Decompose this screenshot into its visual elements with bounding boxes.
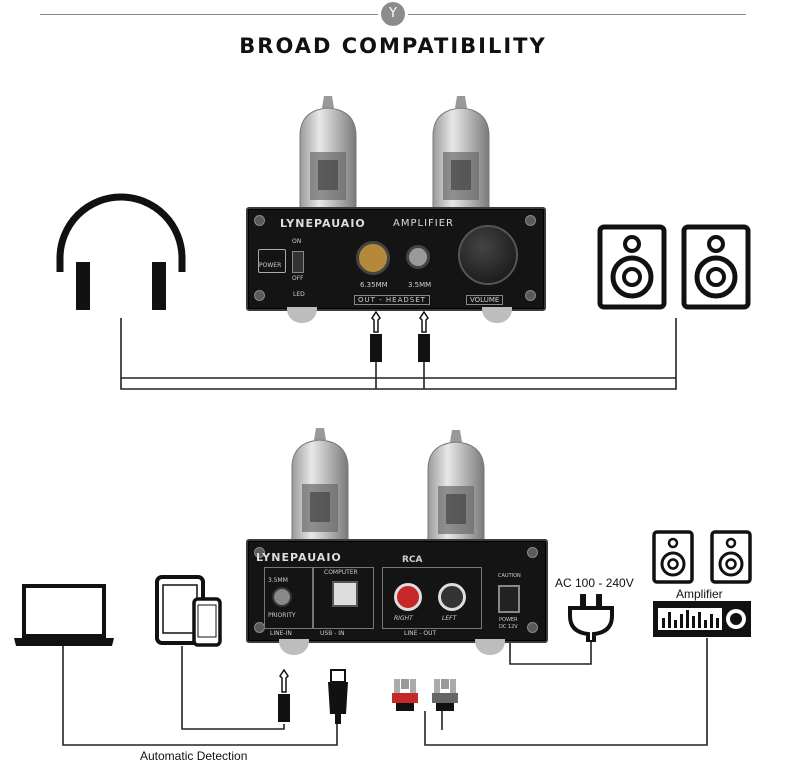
- rca-port-box: [382, 567, 482, 629]
- phone-icon: [192, 597, 222, 647]
- power-label: POWER: [499, 617, 518, 623]
- led-label: LED: [293, 291, 305, 298]
- left-label: LEFT: [442, 615, 457, 622]
- jack-6-35mm[interactable]: [356, 241, 390, 275]
- header-divider-left: [40, 14, 378, 15]
- screw-icon: [254, 547, 265, 558]
- automatic-detection-label: Automatic Detection: [140, 749, 248, 763]
- priority-label: PRIORITY: [268, 612, 296, 619]
- usb-plug-icon: [328, 669, 348, 724]
- header-divider-right: [408, 14, 746, 15]
- rca-plug-icon: [392, 679, 418, 711]
- screw-icon: [527, 547, 538, 558]
- speaker-icon: [710, 530, 752, 584]
- brand-name: LYNEPAUAIO: [256, 551, 342, 564]
- jack-label: 3.5MM: [268, 577, 288, 584]
- line-in-jack[interactable]: [272, 587, 292, 607]
- vacuum-tube-right: [427, 430, 485, 545]
- header-badge-icon: Y: [381, 2, 405, 26]
- model-name: AMPLIFIER: [393, 218, 454, 229]
- audio-jack-icon: [418, 310, 430, 362]
- screw-icon: [525, 290, 536, 301]
- headphones-icon: [56, 193, 186, 310]
- speaker-icon: [652, 530, 694, 584]
- dc-power-port[interactable]: [498, 585, 520, 613]
- usb-b-port[interactable]: [332, 581, 358, 607]
- audio-jack-icon: [278, 668, 290, 722]
- audio-jack-icon: [370, 310, 382, 362]
- page-title: BROAD COMPATIBILITY: [239, 34, 547, 58]
- tablet-icon: [155, 575, 205, 645]
- amplifier-icon: [653, 601, 751, 637]
- plug-icon: [568, 594, 614, 642]
- screw-icon: [527, 622, 538, 633]
- power-label: POWER: [259, 262, 282, 269]
- speaker-icon: [597, 224, 667, 310]
- power-button[interactable]: [258, 249, 286, 273]
- computer-label: COMPUTER: [324, 569, 358, 576]
- ac-voltage-label: AC 100 - 240V: [555, 576, 634, 590]
- screw-icon: [254, 215, 265, 226]
- amp-foot: [287, 307, 317, 323]
- vacuum-tube-right: [432, 96, 490, 211]
- line-out-label: LINE - OUT: [404, 630, 437, 637]
- speaker-icon: [681, 224, 751, 310]
- volume-label: VOLUME: [466, 295, 504, 305]
- amplifier-front-panel: LYNEPAUAIO AMPLIFIER POWER ON OFF LED 6.…: [246, 207, 546, 311]
- switch-off-label: OFF: [292, 275, 304, 282]
- amplifier-back-panel: LYNEPAUAIO RCA 3.5MM PRIORITY LINE-IN CO…: [246, 539, 548, 643]
- power-switch[interactable]: [292, 251, 304, 273]
- rca-left-port[interactable]: [438, 583, 466, 611]
- caution-label: CAUTION: [498, 573, 521, 579]
- usb-in-label: USB - IN: [320, 630, 345, 637]
- dc-label: DC 12V: [499, 624, 518, 630]
- amp-foot: [475, 639, 505, 655]
- rca-plug-icon: [432, 679, 458, 711]
- brand-name: LYNEPAUAIO: [280, 217, 366, 230]
- usb-port-box: [312, 567, 374, 629]
- line-in-port-box: [264, 567, 314, 629]
- out-headset-label: OUT - HEADSET: [354, 295, 430, 305]
- amp-foot: [482, 307, 512, 323]
- amplifier-label: Amplifier: [676, 587, 723, 601]
- right-label: RIGHT: [394, 615, 413, 622]
- jack-3-5mm-label: 3.5MM: [408, 281, 432, 289]
- jack-3-5mm[interactable]: [406, 245, 430, 269]
- rca-right-port[interactable]: [394, 583, 422, 611]
- vacuum-tube-left: [291, 428, 349, 543]
- laptop-icon: [14, 584, 114, 646]
- switch-on-label: ON: [292, 238, 302, 245]
- jack-6-35mm-label: 6.35MM: [360, 281, 388, 289]
- vacuum-tube-left: [299, 96, 357, 211]
- volume-knob[interactable]: [458, 225, 518, 285]
- line-in-label: LINE-IN: [270, 630, 292, 637]
- rca-label: RCA: [402, 555, 423, 565]
- screw-icon: [254, 290, 265, 301]
- screw-icon: [525, 215, 536, 226]
- amp-foot: [279, 639, 309, 655]
